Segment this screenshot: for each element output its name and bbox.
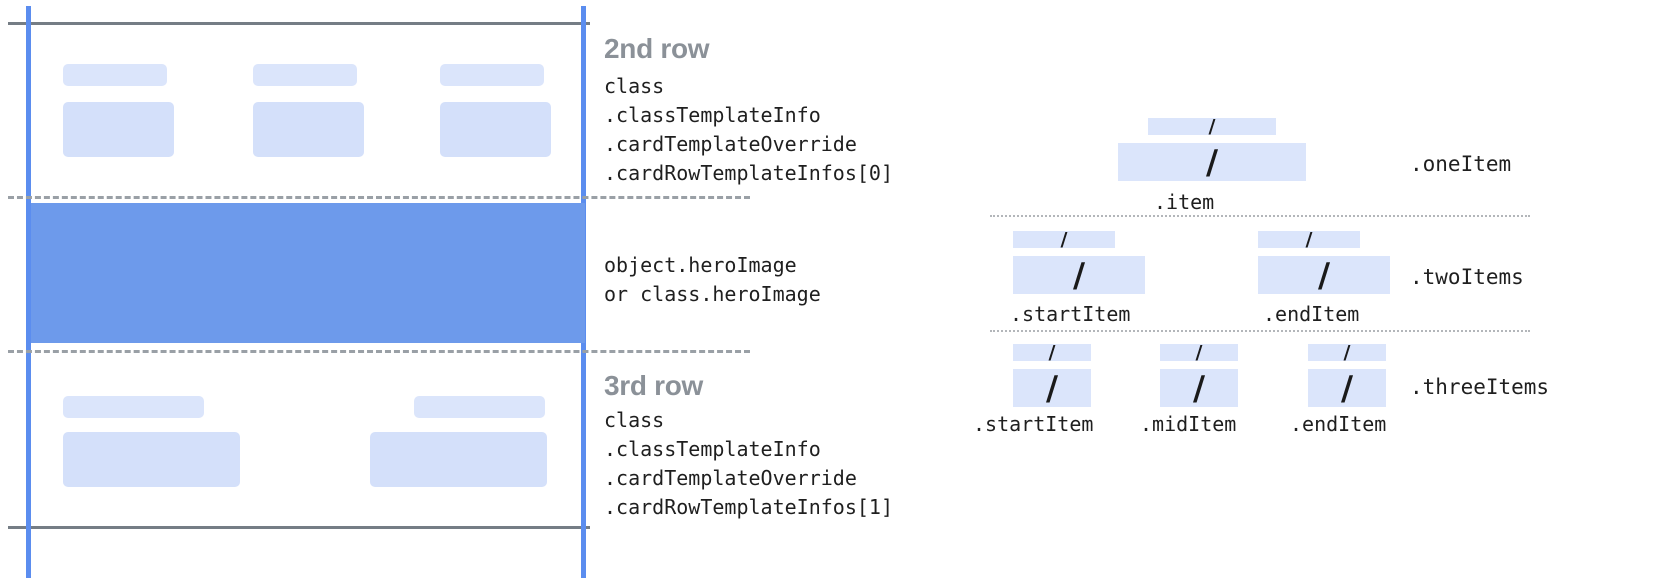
twoitems-startitem-value-box: /: [1013, 256, 1145, 294]
group-label-twoitems: .twoItems: [1410, 265, 1524, 289]
group-separator-1: [990, 215, 1530, 217]
row2-code-annotation: class .classTemplateInfo .cardTemplateOv…: [604, 74, 893, 185]
card-layout-diagram: [0, 0, 750, 584]
hero-code-annotation: object.heroImage or class.heroImage: [604, 253, 821, 306]
row-separator-bottom: [8, 350, 750, 353]
item-layout-diagram: / / .item .oneItem / / .startItem / / .e…: [960, 0, 1676, 584]
row2-cell1-label-chip: [63, 64, 167, 86]
group-label-oneitem: .oneItem: [1410, 152, 1512, 176]
threeitems-enditem-label-slash: /: [1343, 344, 1351, 361]
row3-cell1-label-chip: [63, 396, 204, 418]
threeitems-startitem-value-box: /: [1013, 369, 1091, 407]
row2-cell3-value-chip: [440, 102, 551, 157]
threeitems-miditem-caption: .midItem: [1140, 412, 1237, 436]
group-separator-2: [990, 330, 1530, 332]
threeitems-enditem-value-box: /: [1308, 369, 1386, 407]
twoitems-startitem-label-slash: /: [1060, 231, 1068, 248]
row2-cell2-label-chip: [253, 64, 357, 86]
group-label-threeitems: .threeItems: [1410, 375, 1550, 399]
twoitems-enditem-value-box: /: [1258, 256, 1390, 294]
threeitems-startitem-label-box: /: [1013, 344, 1091, 361]
threeitems-miditem-label-box: /: [1160, 344, 1238, 361]
row3-heading: 3rd row: [604, 370, 704, 401]
oneitem-item-label-box: /: [1148, 118, 1276, 135]
hero-image-band: [31, 203, 585, 343]
oneitem-item-label-slash: /: [1208, 118, 1216, 135]
threeitems-miditem-label-slash: /: [1195, 344, 1203, 361]
threeitems-startitem-value-slash: /: [1045, 369, 1059, 407]
threeitems-enditem-caption: .endItem: [1290, 412, 1387, 436]
card-left-guide-line: [26, 6, 31, 578]
threeitems-miditem-value-box: /: [1160, 369, 1238, 407]
twoitems-startitem-caption: .startItem: [1010, 302, 1131, 326]
row3-code-annotation: class .classTemplateInfo .cardTemplateOv…: [604, 408, 893, 519]
row2-cell2-value-chip: [253, 102, 364, 157]
row3-cell2-value-chip: [370, 432, 547, 487]
row2-cell1-value-chip: [63, 102, 174, 157]
row3-cell1-value-chip: [63, 432, 240, 487]
card-bottom-border: [8, 526, 590, 529]
twoitems-enditem-caption: .endItem: [1263, 302, 1360, 326]
threeitems-startitem-caption: .startItem: [973, 412, 1094, 436]
oneitem-item-value-box: /: [1118, 143, 1306, 181]
oneitem-item-value-slash: /: [1205, 143, 1219, 181]
threeitems-enditem-label-box: /: [1308, 344, 1386, 361]
threeitems-enditem-value-slash: /: [1340, 369, 1354, 407]
twoitems-startitem-value-slash: /: [1072, 256, 1086, 294]
threeitems-startitem-label-slash: /: [1048, 344, 1056, 361]
twoitems-enditem-label-slash: /: [1305, 231, 1313, 248]
threeitems-miditem-value-slash: /: [1192, 369, 1206, 407]
row-separator-top: [8, 196, 750, 199]
twoitems-enditem-label-box: /: [1258, 231, 1360, 248]
row2-heading: 2nd row: [604, 33, 710, 64]
card-top-border: [8, 22, 590, 25]
row3-cell2-label-chip: [414, 396, 545, 418]
twoitems-startitem-label-box: /: [1013, 231, 1115, 248]
row2-cell3-label-chip: [440, 64, 544, 86]
twoitems-enditem-value-slash: /: [1317, 256, 1331, 294]
oneitem-item-caption: .item: [1154, 190, 1215, 214]
